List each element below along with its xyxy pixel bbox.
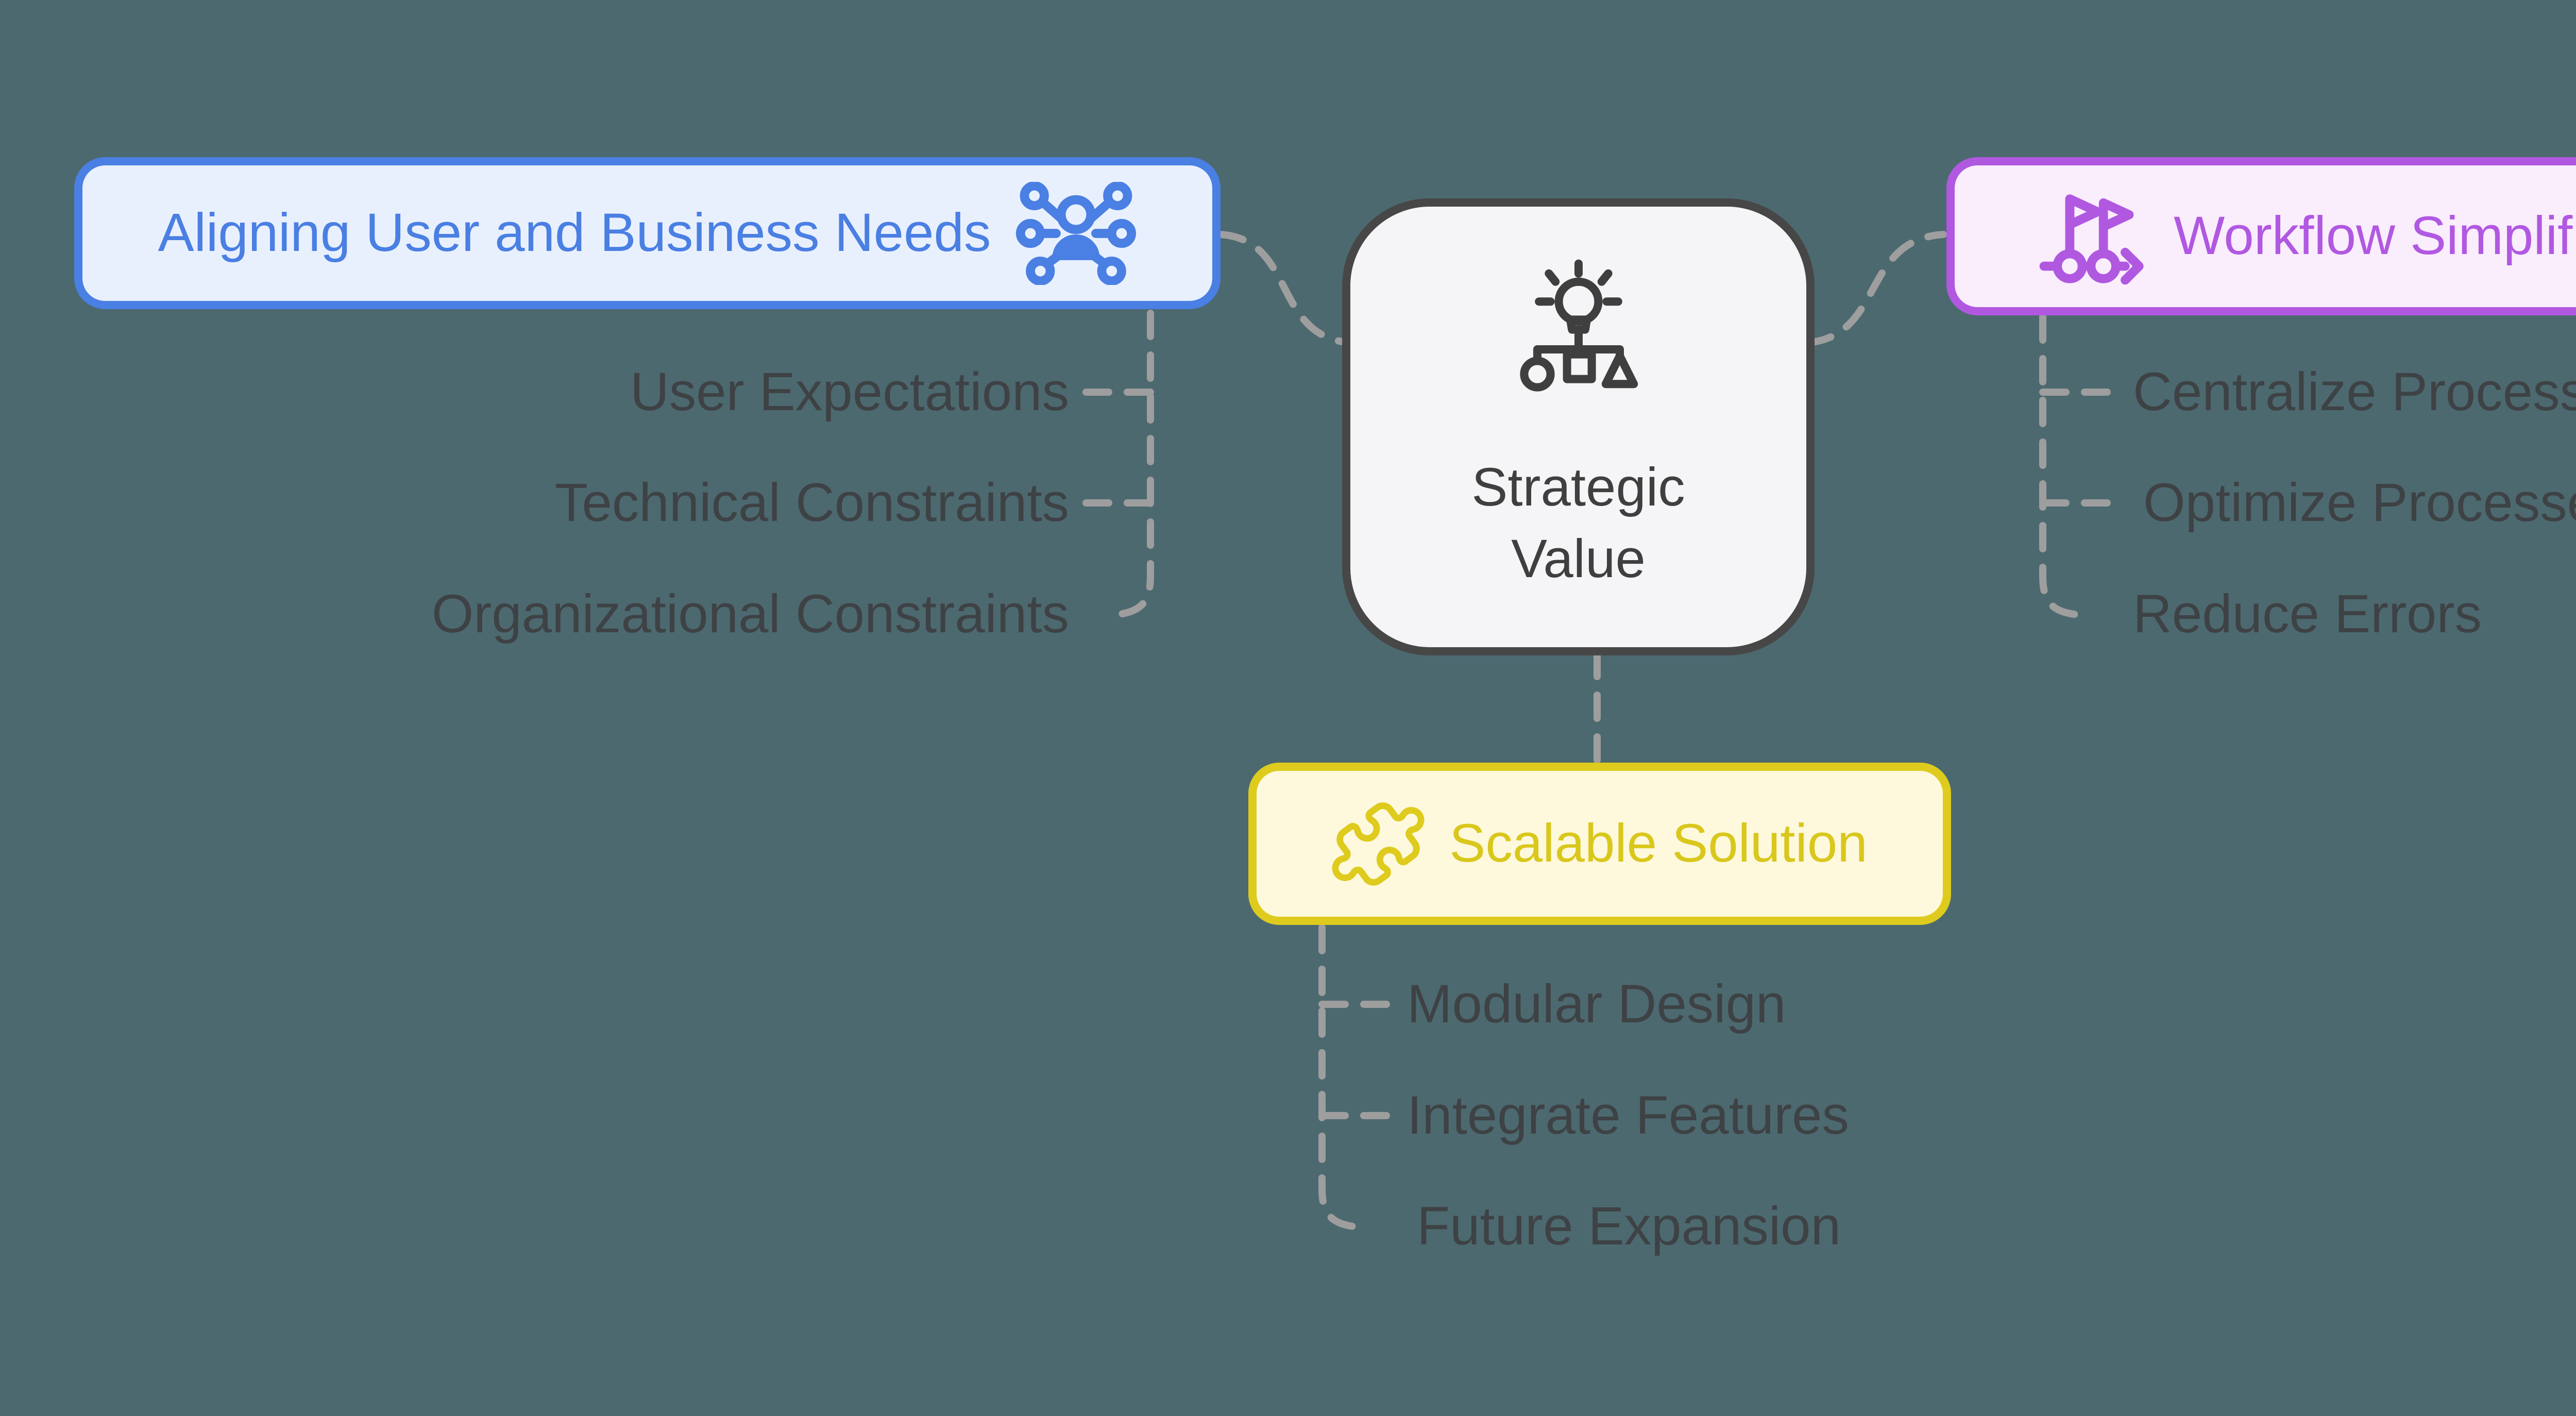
lightbulb-hierarchy-icon	[1519, 260, 1638, 392]
purple-node-label: Workflow Simplification	[2174, 206, 2576, 266]
sub-label-technical-constraints: Technical Constraints	[555, 473, 1069, 533]
sub-label-integrate-features: Integrate Features	[1407, 1085, 1849, 1145]
milestone-flags-icon	[2039, 194, 2144, 284]
node-strategic-value: Strategic Value	[1342, 198, 1815, 655]
node-workflow-simplification: Workflow Simplification	[1946, 157, 2576, 315]
yellow-node-label: Scalable Solution	[1449, 813, 1868, 874]
sub-label-future-expansion: Future Expansion	[1417, 1196, 1841, 1256]
sub-label-user-expectations: User Expectations	[630, 362, 1069, 422]
sub-label-optimize-processes: Optimize Processes	[2143, 473, 2576, 533]
center-node-label: Strategic Value	[1471, 457, 1685, 589]
edge-purple-children-spine	[2039, 313, 2090, 619]
sub-label-organizational-constraints: Organizational Constraints	[431, 584, 1069, 644]
edge-center-to-purple	[1805, 231, 1947, 346]
puzzle-piece-icon	[1332, 802, 1425, 886]
edge-yellow-children-spine	[1318, 924, 1369, 1231]
user-network-icon	[1016, 181, 1137, 285]
sub-label-reduce-errors: Reduce Errors	[2133, 584, 2482, 644]
sub-label-centralize-processes: Centralize Processes	[2133, 362, 2576, 422]
edge-center-to-blue	[1217, 231, 1352, 346]
blue-node-label: Aligning User and Business Needs	[158, 203, 991, 263]
edge-blue-children-spine	[1103, 310, 1154, 619]
node-scalable-solution: Scalable Solution	[1248, 763, 1951, 925]
node-aligning-user-and-business-needs: Aligning User and Business Needs	[74, 157, 1221, 309]
sub-label-modular-design: Modular Design	[1407, 974, 1786, 1034]
